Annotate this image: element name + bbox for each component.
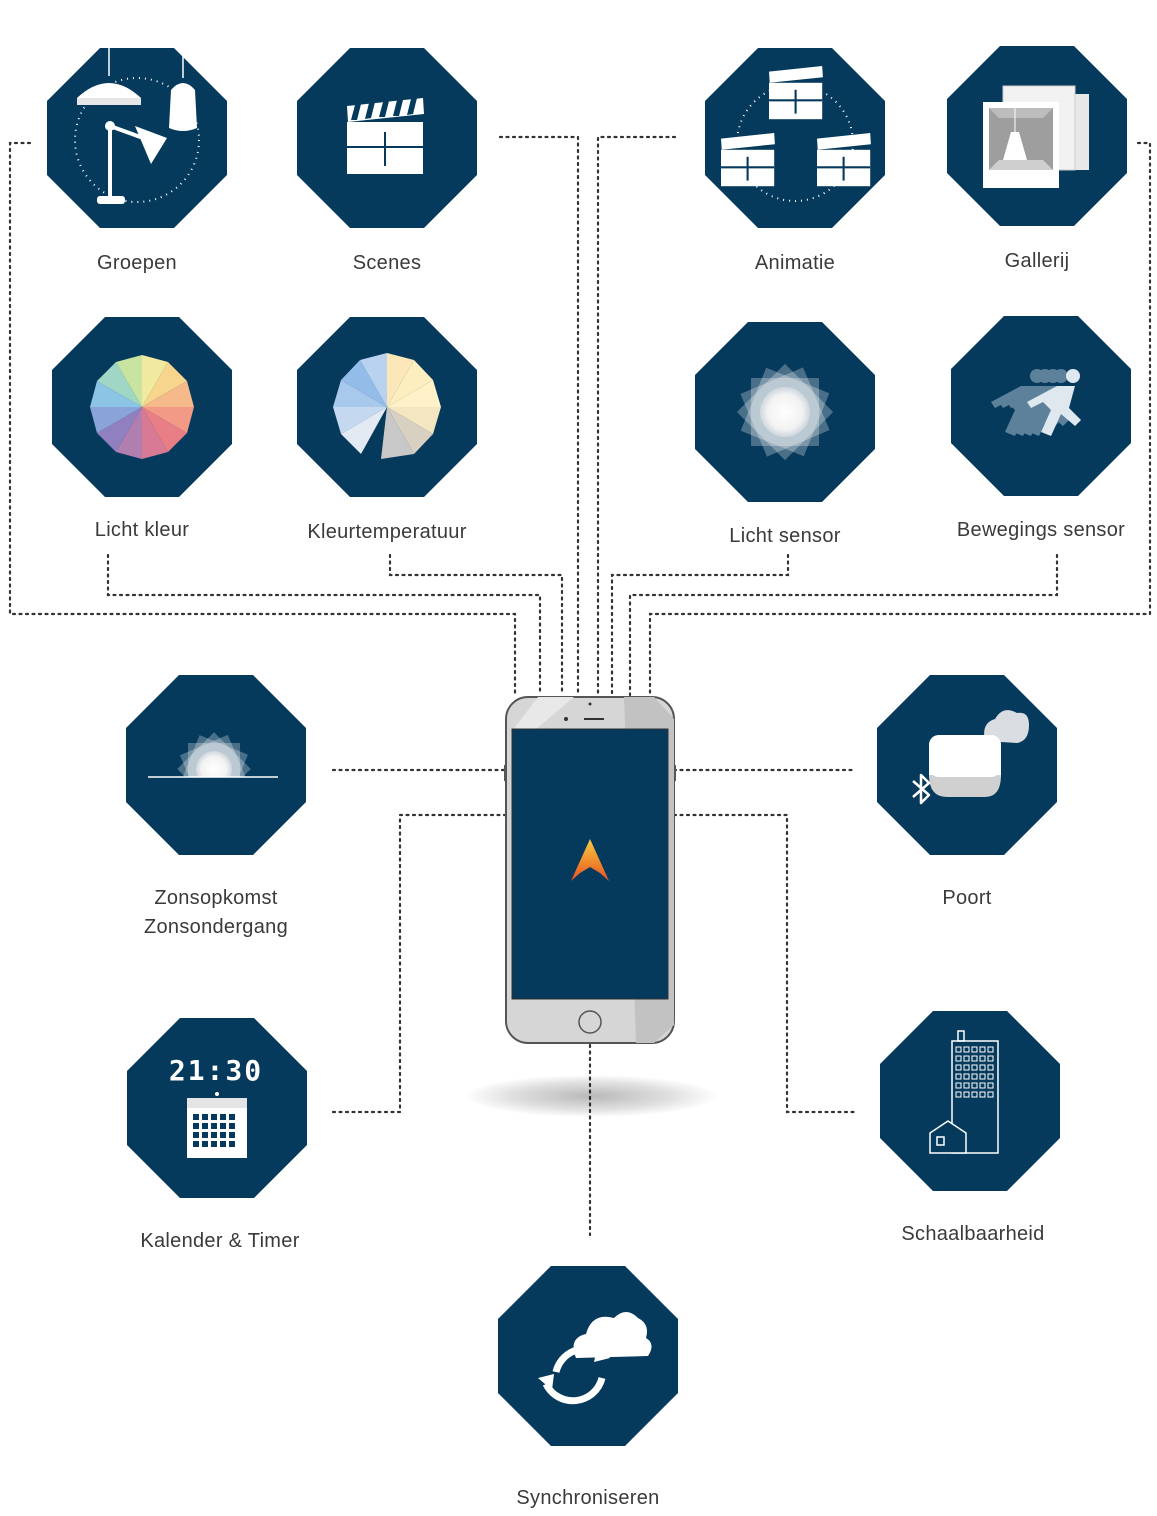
synchroniseren-label: Synchroniseren xyxy=(516,1487,660,1509)
scenes-tile[interactable] xyxy=(297,48,477,228)
schaalbaarheid-tile[interactable] xyxy=(880,1011,1060,1191)
zonsopkomst-label-line-2: Zonsondergang xyxy=(143,916,288,938)
gallerij-tile[interactable] xyxy=(947,46,1127,226)
animatie-tile[interactable] xyxy=(705,48,885,228)
calendar-clock-icon xyxy=(187,1092,247,1158)
phone-shadow xyxy=(466,1075,716,1117)
licht-kleur-label: Licht kleur xyxy=(94,519,190,541)
bluetooth-gateway-cloud-icon xyxy=(912,710,1029,805)
bewegings-sensor-label: Bewegings sensor xyxy=(956,519,1126,541)
kalender-tile[interactable]: 21:30 xyxy=(127,1018,307,1198)
color-wheel-icon xyxy=(90,355,194,459)
zonsopkomst-label-line-1: Zonsopkomst xyxy=(154,887,278,909)
light-sensor-icon xyxy=(736,363,834,461)
groepen-label: Groepen xyxy=(97,252,177,274)
lamp-group-icon xyxy=(74,48,200,204)
color-temperature-wheel-icon xyxy=(333,353,441,459)
app-logo-icon xyxy=(571,839,609,881)
running-person-icon xyxy=(991,369,1081,436)
zonsopkomst-label: Zonsopkomst Zonsondergang xyxy=(86,884,346,942)
clock-digits: 21:30 xyxy=(169,1054,263,1087)
scenes-label: Scenes xyxy=(352,252,422,274)
clapperboard-icon xyxy=(347,98,424,174)
smartphone xyxy=(504,695,676,1045)
synchroniseren-tile[interactable] xyxy=(498,1266,678,1446)
bewegings-sensor-tile[interactable] xyxy=(951,316,1131,496)
schaalbaarheid-label: Schaalbaarheid xyxy=(901,1223,1045,1245)
groepen-tile[interactable] xyxy=(47,48,227,228)
clapperboard-cycle-icon xyxy=(721,66,871,202)
sunrise-icon xyxy=(148,732,278,778)
licht-sensor-tile[interactable] xyxy=(695,322,875,502)
cloud-sync-icon xyxy=(538,1312,652,1405)
licht-kleur-tile[interactable] xyxy=(52,317,232,497)
kleurtemperatuur-label: Kleurtemperatuur xyxy=(307,521,467,543)
photo-gallery-icon xyxy=(983,85,1089,188)
poort-tile[interactable] xyxy=(877,675,1057,855)
poort-label: Poort xyxy=(942,887,992,909)
animatie-label: Animatie xyxy=(754,252,836,274)
kalender-label: Kalender & Timer xyxy=(140,1230,300,1252)
zonsopkomst-tile[interactable] xyxy=(126,675,306,855)
licht-sensor-label: Licht sensor xyxy=(729,525,841,547)
buildings-icon xyxy=(929,1030,999,1154)
gallerij-label: Gallerij xyxy=(1004,250,1070,272)
kleurtemperatuur-tile[interactable] xyxy=(297,317,477,497)
